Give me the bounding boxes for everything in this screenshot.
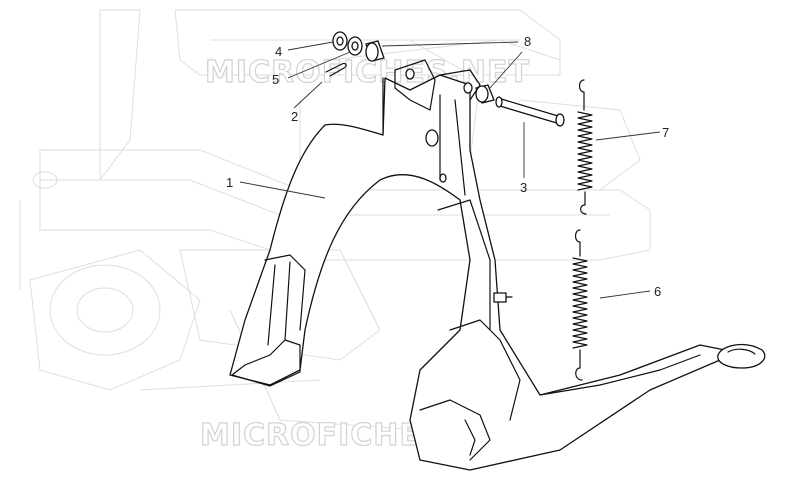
spring-6 xyxy=(572,229,588,381)
callout-6: 6 xyxy=(654,284,661,299)
leader-lines xyxy=(239,41,661,299)
callout-2: 2 xyxy=(291,109,298,124)
bushings xyxy=(365,40,495,104)
callout-labels: 1 2 3 4 5 6 7 8 xyxy=(226,34,669,299)
callout-7: 7 xyxy=(662,125,669,140)
callout-5: 5 xyxy=(272,72,279,87)
callout-8: 8 xyxy=(524,34,531,49)
watermark-text-top: MICROFICHES.NET xyxy=(205,55,530,90)
callout-4: 4 xyxy=(275,44,282,59)
spring-7 xyxy=(577,79,593,215)
split-pin xyxy=(325,62,347,77)
pivot-pin xyxy=(495,96,565,127)
washers xyxy=(332,31,363,56)
callout-1: 1 xyxy=(226,175,233,190)
callout-3: 3 xyxy=(520,180,527,195)
main-stand-frame xyxy=(229,59,766,471)
